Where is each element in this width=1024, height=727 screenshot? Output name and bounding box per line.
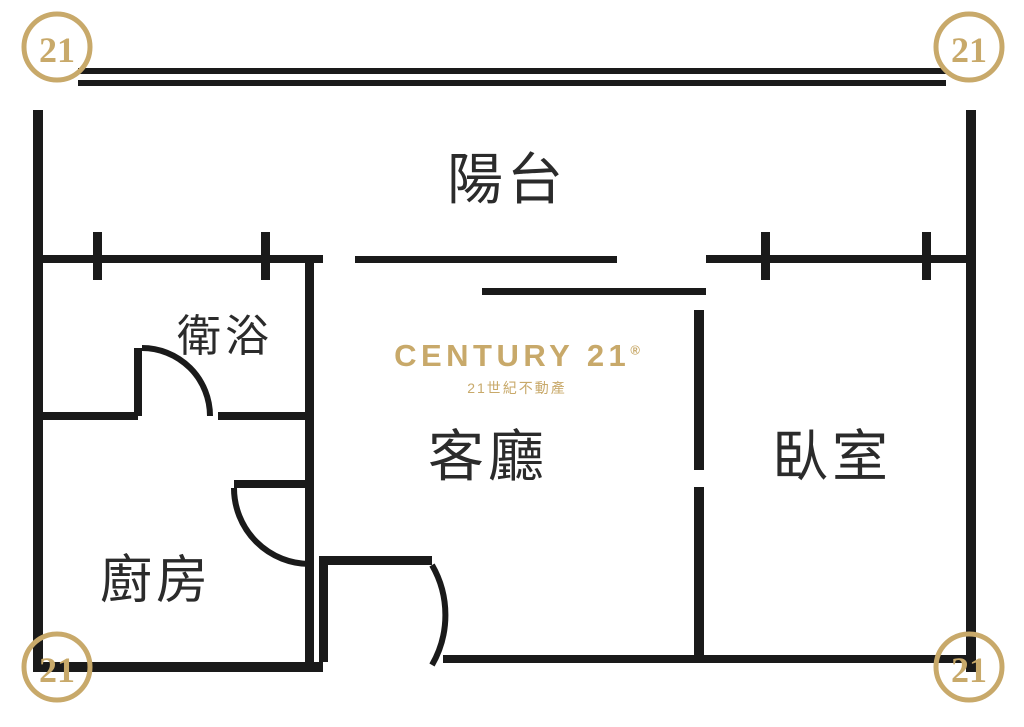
corner-logo-top-right: 21 [933, 11, 1005, 83]
corner-logo-text: 21 [39, 650, 75, 690]
room-label-kitchen: 廚房 [100, 552, 213, 610]
room-label-bathroom: 衛浴 [177, 312, 273, 361]
window-marker-4 [922, 232, 931, 280]
wall-bedroom-left-lower [694, 487, 704, 655]
wall-bedroom-left-upper [694, 310, 704, 470]
corner-logo-text: 21 [951, 30, 987, 70]
window-marker-2 [261, 232, 270, 280]
balcony-rail-inner [78, 80, 946, 86]
balcony-rail-outer [78, 68, 946, 74]
brand-tagline: 21世紀不動產 [467, 380, 567, 396]
exterior-wall-left [33, 110, 43, 672]
entry-door [319, 556, 449, 667]
window-markers [93, 232, 931, 280]
corner-logo-text: 21 [39, 30, 75, 70]
corner-logo-bottom-right: 21 [933, 631, 1005, 703]
corner-logo-top-left: 21 [21, 11, 93, 83]
bedroom-partition [694, 310, 704, 655]
wall-bathroom-right [305, 255, 314, 463]
corner-logo-bottom-left: 21 [21, 631, 93, 703]
exterior-wall-top-left [33, 110, 43, 120]
wall-balcony-bottom-right [706, 255, 976, 263]
room-label-balcony: 陽台 [447, 148, 567, 211]
corner-logo-text: 21 [951, 650, 987, 690]
wall-bathroom-bottom-left [33, 412, 138, 420]
registered-mark-icon: ® [630, 342, 640, 358]
exterior-wall-bottom-right [443, 655, 976, 663]
sliding-door-rails [355, 256, 706, 295]
balcony-partition-wall [33, 255, 976, 263]
window-marker-1 [93, 232, 102, 280]
window-marker-3 [761, 232, 770, 280]
exterior-wall-bottom-left [33, 662, 323, 672]
wall-bathroom-bottom-right [218, 412, 314, 420]
brand-name-text: CENTURY 21 [394, 338, 631, 373]
kitchen-door [231, 480, 311, 567]
brand-name: CENTURY 21® [362, 340, 672, 371]
sliding-rail-upper [355, 256, 617, 263]
sliding-rail-lower [482, 288, 706, 295]
bathroom-door [134, 345, 213, 417]
room-label-bedroom: 臥室 [772, 425, 892, 488]
exterior-wall-right [966, 110, 976, 672]
wall-balcony-bottom-left [33, 255, 323, 263]
room-label-living-room: 客廳 [428, 425, 548, 488]
brand-watermark: CENTURY 21® 21世紀不動產 [362, 340, 672, 398]
bathroom-walls [33, 255, 314, 463]
